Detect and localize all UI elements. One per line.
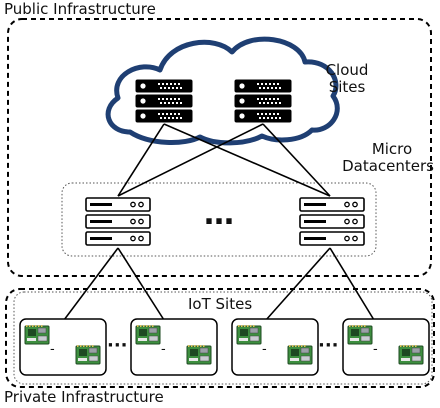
iot-site-1-dash: - [50,342,55,357]
micro-server-stack-left [86,198,150,245]
iot-site-4-dash: - [373,342,378,357]
public-infrastructure-label: Public Infrastructure [4,0,156,18]
iot-site-4 [342,318,430,376]
iot-sites-region [13,291,433,385]
public-infrastructure-region [7,18,432,277]
micro-server-stack-right [300,198,364,245]
iot-dots-right: ··· [318,335,339,356]
iot-site-3-dash: - [262,342,267,357]
micro-label-line2: Datacenters [342,157,434,175]
micro-label-line1: Micro [371,140,413,158]
private-infrastructure-label: Private Infrastructure [4,388,164,406]
iot-sites-label: IoT Sites [188,295,253,313]
cloud-to-micro-links [117,123,331,197]
cloud-label-line2: Sites [328,78,366,96]
cloud-sites-label: Cloud Sites [322,62,372,96]
private-infrastructure-region [5,288,435,388]
micro-datacenter-region [61,182,377,257]
micro-to-iot-links [63,247,375,321]
iot-dots-left: ··· [107,335,128,356]
iot-site-3 [231,318,319,376]
iot-site-2 [130,318,218,376]
cloud-server-icon-right [235,80,291,122]
cloud-label-line1: Cloud [325,61,369,79]
iot-site-1 [19,318,107,376]
cloud-server-icon-left [136,80,192,122]
micro-datacenters-label: Micro Datacenters [330,141,434,175]
iot-site-2-dash: - [161,342,166,357]
micro-ellipsis: … [204,197,234,232]
